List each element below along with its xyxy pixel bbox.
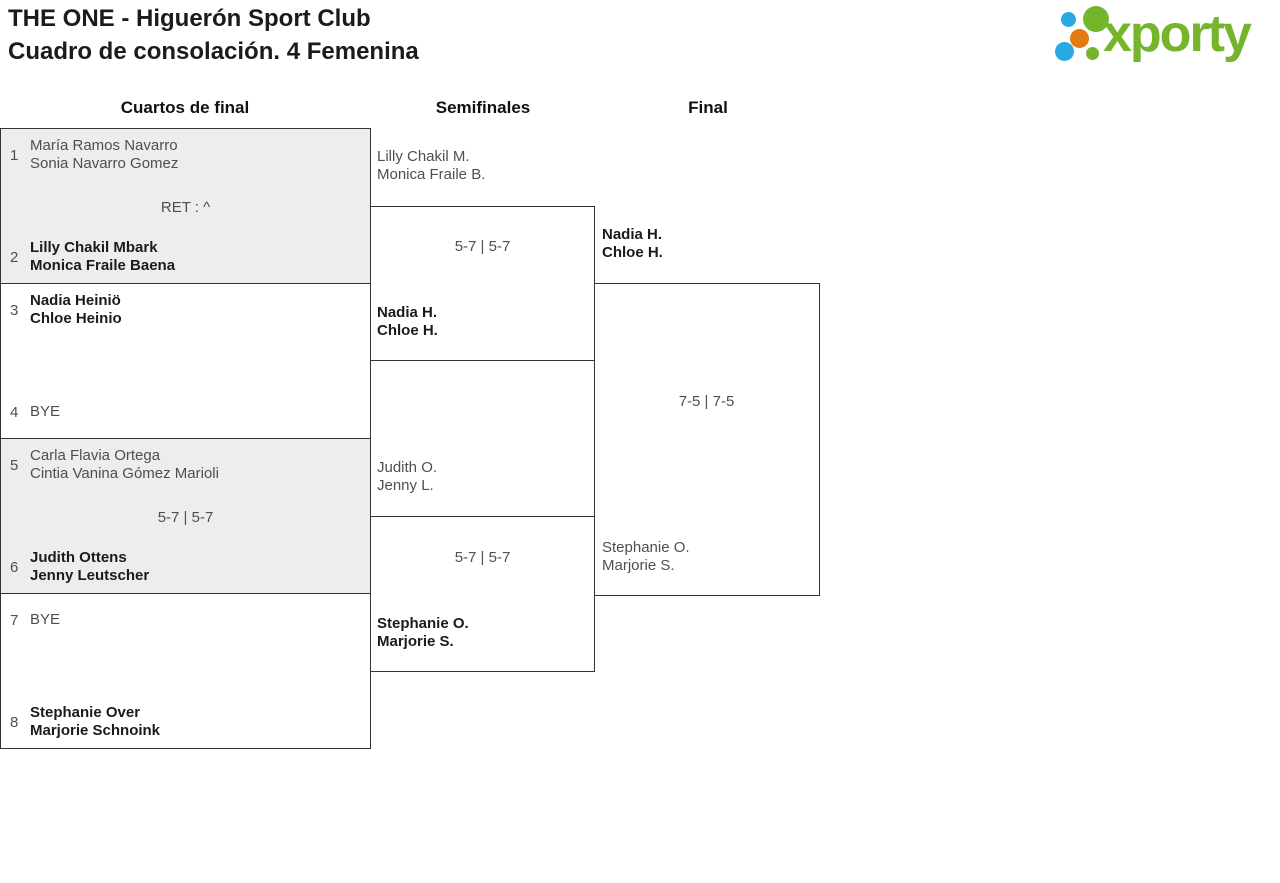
team-names: Nadia H. Chloe H. — [377, 304, 438, 340]
team-names: Stephanie Over Marjorie Schnoink — [30, 704, 160, 740]
player-name: Lilly Chakil Mbark — [30, 239, 158, 256]
match-score: RET : ^ — [160, 199, 211, 216]
team-slot: 1 María Ramos Navarro Sonia Navarro Gome… — [10, 137, 178, 173]
player-name: Stephanie O. — [602, 539, 690, 556]
player-name: Nadia Heiniö — [30, 292, 121, 309]
team-names: Judith Ottens Jenny Leutscher — [30, 549, 149, 585]
qf-match-3: 5 Carla Flavia Ortega Cintia Vanina Góme… — [0, 438, 371, 594]
team-names: Judith O. Jenny L. — [377, 459, 437, 495]
logo-dot-blue-large-icon — [1055, 42, 1074, 61]
player-name: BYE — [30, 403, 61, 420]
round-header-final: Final — [688, 98, 728, 117]
player-name: Sonia Navarro Gomez — [30, 155, 179, 172]
team-names: María Ramos Navarro Sonia Navarro Gomez — [30, 137, 178, 173]
team-slot: 6 Judith Ottens Jenny Leutscher — [10, 549, 149, 585]
player-name: Stephanie O. — [377, 615, 469, 632]
tournament-name: THE ONE - Higuerón Sport Club — [8, 5, 371, 32]
round-header-cuartos: Cuartos de final — [120, 98, 250, 117]
team-names: Lilly Chakil M. Monica Fraile B. — [377, 148, 485, 184]
logo-dot-orange-icon — [1070, 29, 1089, 48]
team-slot: 4 BYE — [10, 394, 60, 430]
player-name: Jenny Leutscher — [30, 567, 150, 584]
seed-number: 2 — [10, 248, 19, 266]
seed-number: 5 — [10, 456, 19, 474]
qf-match-4: 7 BYE 8 Stephanie Over Marjorie Schnoink — [0, 593, 371, 749]
logo-dot-blue-small-icon — [1061, 12, 1076, 27]
team-slot: 2 Lilly Chakil Mbark Monica Fraile Baena — [10, 239, 175, 275]
seed-number: 1 — [10, 146, 19, 164]
player-name: Marjorie S. — [602, 557, 675, 574]
final-match-box — [594, 283, 820, 596]
draw-name: Cuadro de consolación. 4 Femenina — [8, 38, 419, 65]
player-name: María Ramos Navarro — [30, 137, 178, 154]
team-slot: 5 Carla Flavia Ortega Cintia Vanina Góme… — [10, 447, 219, 483]
match-score: 5-7 | 5-7 — [157, 509, 214, 526]
qf-match-1: 1 María Ramos Navarro Sonia Navarro Gome… — [0, 128, 371, 284]
team-names: Stephanie O. Marjorie S. — [377, 615, 469, 651]
page-title: THE ONE - Higuerón Sport Club Cuadro de … — [8, 2, 419, 68]
player-name: Cintia Vanina Gómez Marioli — [30, 465, 219, 482]
seed-number: 8 — [10, 713, 19, 731]
team-names: Nadia Heiniö Chloe Heinio — [30, 292, 122, 328]
match-score: 7-5 | 7-5 — [678, 393, 735, 410]
player-name: Jenny L. — [377, 477, 434, 494]
player-name: Carla Flavia Ortega — [30, 447, 161, 464]
team-slot: 3 Nadia Heiniö Chloe Heinio — [10, 292, 122, 328]
qf-match-2: 3 Nadia Heiniö Chloe Heinio 4 BYE — [0, 283, 371, 439]
player-name: Nadia H. — [377, 304, 438, 321]
team-names: BYE — [30, 403, 60, 421]
team-names: Carla Flavia Ortega Cintia Vanina Gómez … — [30, 447, 219, 483]
team-names: Stephanie O. Marjorie S. — [602, 539, 690, 575]
player-name: Monica Fraile Baena — [30, 257, 176, 274]
team-names: Nadia H. Chloe H. — [602, 226, 663, 262]
player-name: Chloe H. — [377, 322, 438, 339]
player-name: Monica Fraile B. — [377, 166, 486, 183]
team-slot: 8 Stephanie Over Marjorie Schnoink — [10, 704, 160, 740]
logo-dot-green-large-icon — [1083, 6, 1109, 32]
team-names: Lilly Chakil Mbark Monica Fraile Baena — [30, 239, 175, 275]
team-names: BYE — [30, 611, 60, 629]
seed-number: 3 — [10, 301, 19, 319]
player-name: Chloe H. — [602, 244, 663, 261]
player-name: Stephanie Over — [30, 704, 141, 721]
player-name: Nadia H. — [602, 226, 663, 243]
player-name: BYE — [30, 611, 61, 628]
player-name: Marjorie Schnoink — [30, 722, 161, 739]
seed-number: 7 — [10, 611, 19, 629]
seed-number: 4 — [10, 403, 19, 421]
player-name: Chloe Heinio — [30, 310, 122, 327]
logo-wordmark: xporty — [1103, 5, 1252, 63]
team-slot: 7 BYE — [10, 602, 60, 638]
player-name: Judith Ottens — [30, 549, 127, 566]
match-score: 5-7 | 5-7 — [454, 549, 511, 566]
round-header-semifinales: Semifinales — [435, 98, 531, 117]
seed-number: 6 — [10, 558, 19, 576]
logo-dot-green-small-icon — [1086, 47, 1099, 60]
player-name: Lilly Chakil M. — [377, 148, 470, 165]
match-score: 5-7 | 5-7 — [454, 238, 511, 255]
player-name: Marjorie S. — [377, 633, 454, 650]
player-name: Judith O. — [377, 459, 438, 476]
